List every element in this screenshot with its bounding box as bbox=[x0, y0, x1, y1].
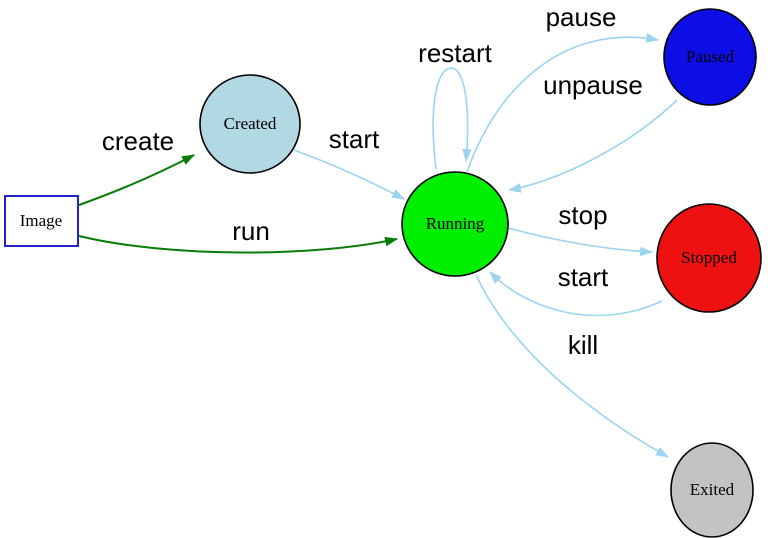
edge-label-pause: pause bbox=[546, 2, 617, 32]
node-label-running: Running bbox=[426, 214, 485, 233]
edge-kill bbox=[475, 274, 669, 458]
edge-run bbox=[78, 235, 399, 254]
node-label-stopped: Stopped bbox=[681, 248, 737, 267]
edge-label-start-left: start bbox=[329, 124, 380, 154]
edge-create bbox=[78, 154, 195, 206]
edge-label-unpause: unpause bbox=[543, 70, 643, 100]
edge-stop bbox=[507, 227, 654, 257]
edge-label-create: create bbox=[102, 126, 174, 156]
edge-pause bbox=[466, 33, 660, 173]
edge-restart-loop bbox=[432, 67, 472, 170]
node-image bbox=[4, 195, 79, 247]
edge-label-stop: stop bbox=[558, 200, 607, 230]
edge-label-start-right: start bbox=[558, 262, 609, 292]
edge-label-restart: restart bbox=[418, 38, 492, 68]
edge-start-stopped-running bbox=[489, 271, 663, 317]
edge-unpause bbox=[507, 99, 678, 193]
node-label-image: Image bbox=[20, 211, 62, 230]
edge-start-created-running bbox=[293, 149, 405, 200]
node-label-paused: Paused bbox=[686, 47, 735, 66]
node-label-exited: Exited bbox=[690, 480, 735, 499]
edge-label-run: run bbox=[232, 216, 270, 246]
node-label-created: Created bbox=[224, 114, 277, 133]
node-running bbox=[401, 171, 509, 277]
edge-label-kill: kill bbox=[568, 330, 598, 360]
node-exited bbox=[670, 442, 754, 538]
node-stopped bbox=[656, 203, 762, 313]
node-created bbox=[199, 74, 301, 174]
node-paused bbox=[663, 8, 757, 106]
